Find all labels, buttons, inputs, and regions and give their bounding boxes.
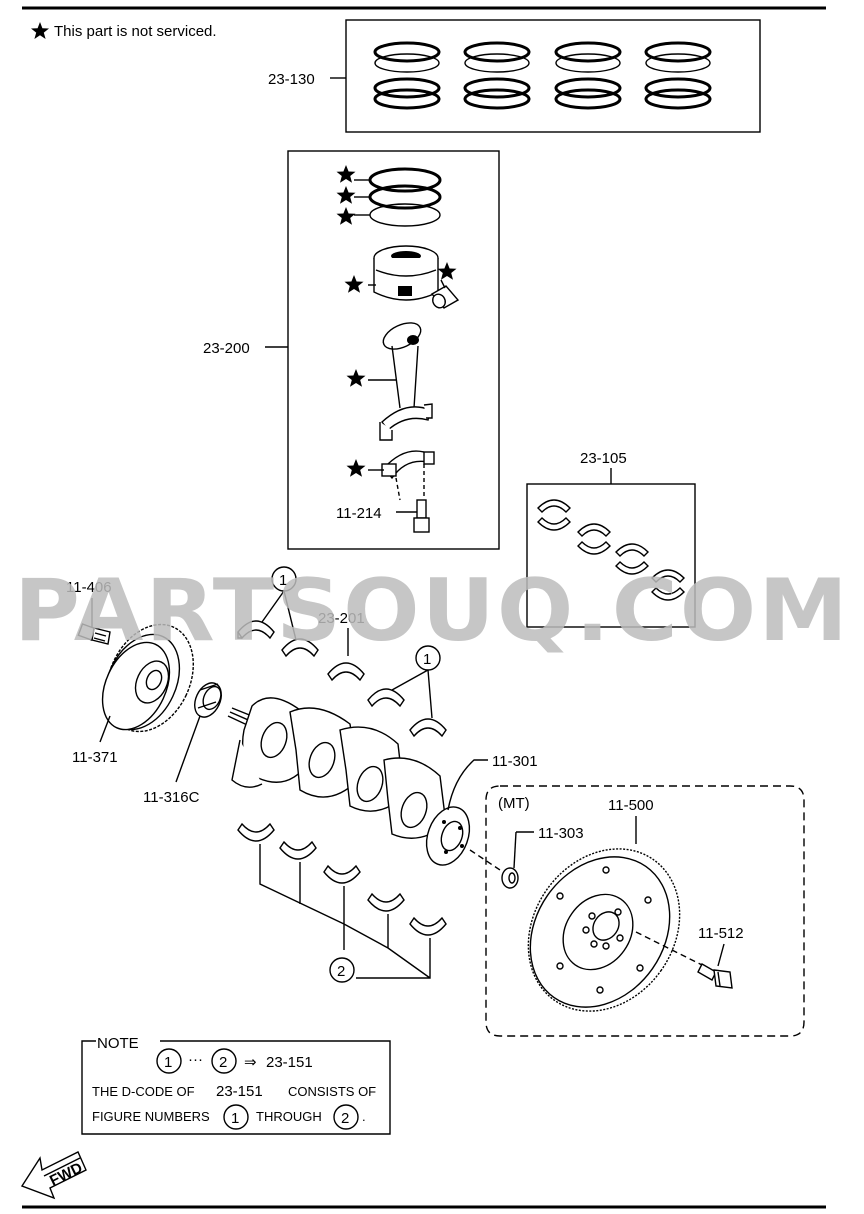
connecting-rod bbox=[368, 322, 433, 441]
ring-stack bbox=[463, 41, 531, 110]
flywheel-mt-group[interactable]: (MT) 11-500 11-303 11-512 bbox=[469, 785, 805, 1041]
note-callout-2b bbox=[333, 1104, 359, 1130]
note-arrow: ⇒ bbox=[244, 1054, 257, 1071]
legend: This part is not serviced. bbox=[31, 22, 217, 40]
part-label-23-200[interactable]: 23-200 bbox=[203, 340, 250, 357]
watermark: PARTSOUQ.COM bbox=[14, 561, 850, 661]
piston-rings bbox=[354, 167, 442, 227]
part-label-11-214[interactable]: 11-214 bbox=[336, 505, 382, 522]
mt-dashed-box bbox=[485, 785, 805, 1037]
callout-1-right-text: 1 bbox=[423, 651, 431, 668]
part-label-11-371[interactable]: 11-371 bbox=[72, 749, 118, 766]
crankshaft bbox=[227, 697, 471, 866]
piston-rod-box bbox=[287, 150, 500, 550]
note-line3-end: . bbox=[362, 1109, 366, 1124]
part-label-11-301[interactable]: 11-301 bbox=[492, 753, 538, 770]
star-icon bbox=[344, 275, 364, 293]
star-icon bbox=[346, 369, 366, 387]
note-box: NOTE 1 ··· 2 ⇒ 23-151 THE D-CODE OF 23-1… bbox=[81, 1035, 391, 1135]
callout-2-lower bbox=[329, 957, 355, 983]
flywheel-bolt bbox=[697, 963, 733, 989]
front-oil-seal-group[interactable]: 11-316C bbox=[143, 679, 226, 806]
rod-bolt bbox=[396, 499, 430, 533]
star-icon bbox=[336, 207, 356, 225]
part-label-23-105[interactable]: 23-105 bbox=[580, 450, 627, 467]
note-callout-2 bbox=[211, 1048, 237, 1074]
star-icon bbox=[31, 22, 49, 39]
piston-pin bbox=[430, 279, 460, 309]
star-icon bbox=[437, 262, 457, 280]
note-line2-code: 23-151 bbox=[216, 1083, 263, 1100]
piston-ring-set-box bbox=[345, 19, 761, 133]
callout-1-upper-text: 1 bbox=[279, 572, 287, 589]
note-range-code: 23-151 bbox=[266, 1054, 313, 1071]
fwd-arrow: FWD bbox=[20, 1151, 87, 1200]
note-line3-prefix: FIGURE NUMBERS bbox=[92, 1109, 210, 1124]
piston-ring-set-group[interactable]: 23-130 bbox=[268, 19, 761, 133]
unserviced-markers bbox=[336, 165, 457, 477]
front-oil-seal bbox=[194, 682, 222, 718]
connecting-rod-cap bbox=[368, 450, 435, 501]
part-label-23-130[interactable]: 23-130 bbox=[268, 71, 315, 88]
crank-pulley bbox=[101, 623, 194, 733]
rod-bearing-box bbox=[526, 483, 696, 628]
bearing-shells-upper bbox=[237, 620, 447, 738]
pulley-bolt bbox=[77, 623, 111, 645]
part-label-11-500[interactable]: 11-500 bbox=[608, 797, 654, 814]
part-label-11-512[interactable]: 11-512 bbox=[698, 925, 744, 942]
note-heading: NOTE bbox=[97, 1035, 139, 1052]
callout-2-lower-text: 2 bbox=[337, 963, 345, 980]
note-callout-1b bbox=[223, 1104, 249, 1130]
ring-stack bbox=[373, 41, 441, 110]
note-callout-1 bbox=[156, 1048, 182, 1074]
lower-main-bearings-group[interactable]: 2 bbox=[237, 822, 447, 983]
mt-label: (MT) bbox=[498, 795, 530, 812]
flywheel bbox=[527, 848, 681, 1012]
star-icon bbox=[336, 186, 356, 204]
ring-stack bbox=[554, 41, 622, 110]
note-callout-1b-text: 1 bbox=[231, 1110, 239, 1127]
note-line3-mid: THROUGH bbox=[256, 1109, 322, 1124]
legend-text: This part is not serviced. bbox=[54, 23, 217, 40]
star-icon bbox=[336, 165, 356, 183]
note-callout-1-text: 1 bbox=[164, 1054, 172, 1071]
crankshaft-group[interactable]: 11-301 bbox=[227, 697, 538, 871]
note-callout-2-text: 2 bbox=[219, 1054, 227, 1071]
rod-bearing-set-group[interactable]: 23-105 bbox=[526, 450, 696, 628]
pilot-bearing bbox=[501, 867, 519, 889]
note-line2-prefix: THE D-CODE OF bbox=[92, 1084, 195, 1099]
piston-rod-assembly-group[interactable]: 23-200 bbox=[203, 150, 500, 550]
part-label-11-303[interactable]: 11-303 bbox=[538, 825, 584, 842]
note-range-dots: ··· bbox=[188, 1051, 203, 1068]
crank-pulley-group[interactable]: 11-406 11-371 bbox=[66, 579, 210, 766]
note-line2-suffix: CONSISTS OF bbox=[288, 1084, 376, 1099]
part-label-11-406[interactable]: 11-406 bbox=[66, 579, 112, 596]
note-callout-2b-text: 2 bbox=[341, 1110, 349, 1127]
piston bbox=[368, 245, 439, 301]
ring-stack bbox=[644, 41, 712, 110]
part-label-23-201[interactable]: 23-201 bbox=[318, 610, 365, 627]
bearing-shells bbox=[537, 499, 685, 601]
part-label-11-316c[interactable]: 11-316C bbox=[143, 789, 200, 806]
upper-main-bearings-group[interactable]: 23-201 1 1 bbox=[237, 566, 447, 738]
star-icon bbox=[346, 459, 366, 477]
bearing-shells-lower bbox=[237, 822, 447, 936]
